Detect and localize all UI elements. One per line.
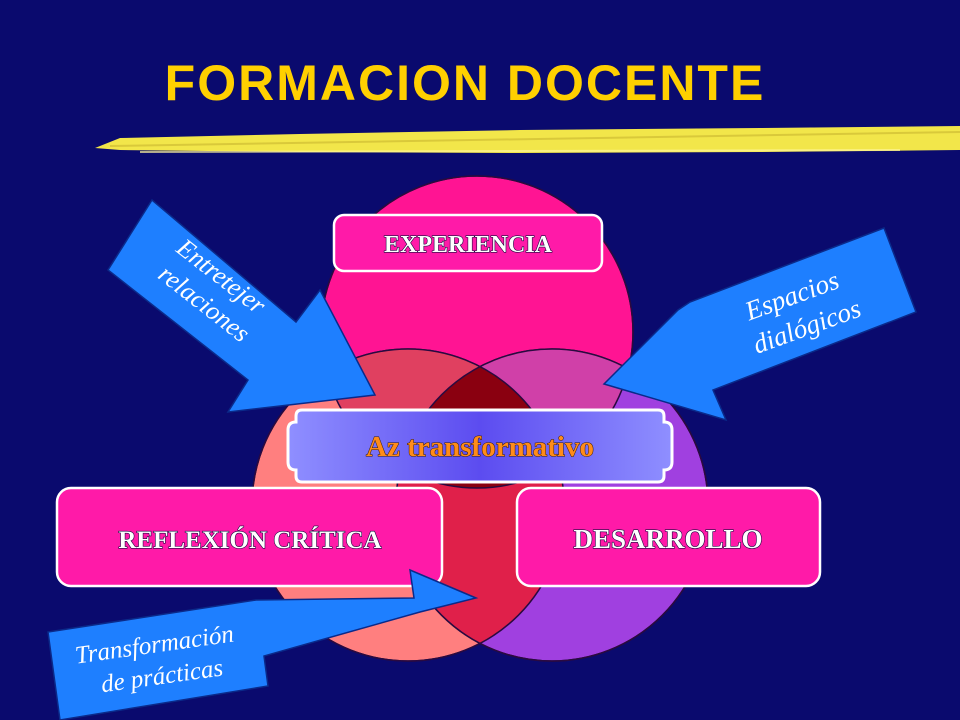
page-title: FORMACION DOCENTE (165, 55, 766, 111)
arrow-transformacion: Transformación de prácticas (47, 568, 479, 720)
box-desarrollo-label: DESARROLLO (573, 524, 762, 554)
arrow-espacios: Espacios dialógicos (602, 227, 917, 422)
box-experiencia-label: EXPERIENCIA (384, 232, 553, 258)
box-reflexion-label: REFLEXIÓN CRÍTICA (118, 526, 381, 554)
box-experiencia: EXPERIENCIA (332, 213, 604, 273)
title-underline-highlight (95, 126, 960, 153)
box-reflexion: REFLEXIÓN CRÍTICA (55, 486, 444, 588)
center-label: Az transformativo (366, 431, 594, 463)
center-band: Az transformativo (286, 408, 674, 484)
box-desarrollo: DESARROLLO (515, 486, 822, 588)
